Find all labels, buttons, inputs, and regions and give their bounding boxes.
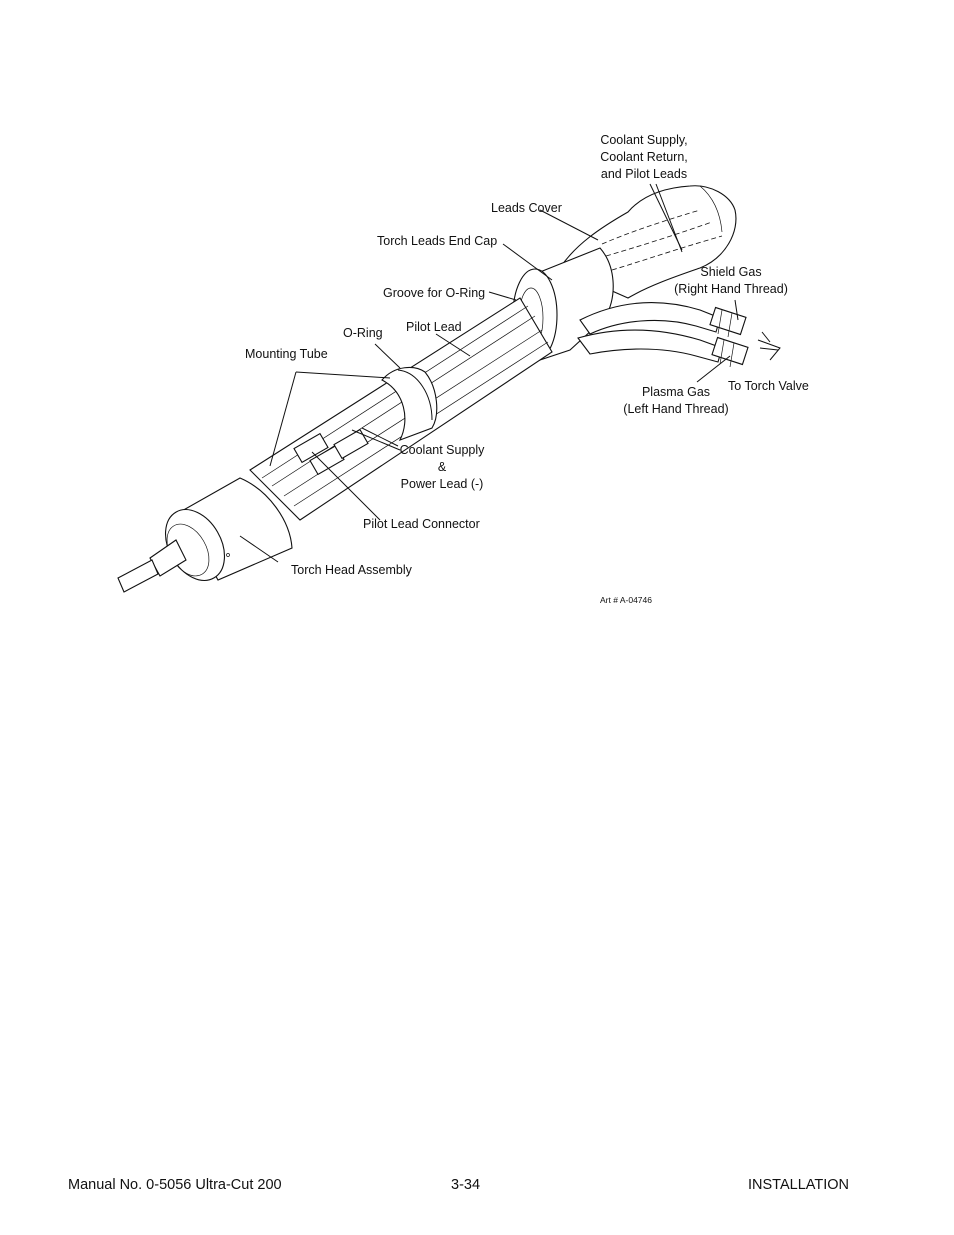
pilot-lead-connector bbox=[293, 428, 369, 476]
to-torch-valve-arrow bbox=[757, 331, 781, 361]
label-coolant-leads-2: Coolant Return, bbox=[600, 150, 688, 164]
label-end-cap: Torch Leads End Cap bbox=[377, 234, 497, 248]
label-to-torch-valve: To Torch Valve bbox=[728, 379, 809, 393]
label-leads-cover: Leads Cover bbox=[491, 201, 562, 215]
callout-labels: Coolant Supply, Coolant Return, and Pilo… bbox=[245, 133, 809, 605]
footer-manual-number: Manual No. 0-5056 Ultra-Cut 200 bbox=[68, 1177, 282, 1193]
plasma-gas-fitting bbox=[711, 336, 749, 368]
torch-installation-diagram: Coolant Supply, Coolant Return, and Pilo… bbox=[117, 133, 809, 605]
label-shield-gas-2: (Right Hand Thread) bbox=[674, 282, 788, 296]
art-number: Art # A-04746 bbox=[600, 595, 652, 605]
label-coolant-power-2: & bbox=[438, 460, 447, 474]
label-groove: Groove for O-Ring bbox=[383, 286, 485, 300]
label-coolant-leads-3: and Pilot Leads bbox=[601, 167, 687, 181]
o-ring bbox=[381, 366, 438, 442]
label-shield-gas-1: Shield Gas bbox=[700, 265, 761, 279]
label-mounting-tube: Mounting Tube bbox=[245, 347, 328, 361]
label-pilot-connector: Pilot Lead Connector bbox=[363, 517, 480, 531]
label-torch-head: Torch Head Assembly bbox=[291, 563, 413, 577]
torch-head-assembly bbox=[117, 477, 293, 593]
footer-section: INSTALLATION bbox=[748, 1177, 849, 1193]
footer-page-number: 3-34 bbox=[451, 1177, 481, 1193]
label-pilot-lead: Pilot Lead bbox=[406, 320, 462, 334]
leader-lines bbox=[239, 183, 739, 563]
label-o-ring: O-Ring bbox=[343, 326, 383, 340]
label-coolant-power-1: Coolant Supply bbox=[400, 443, 486, 457]
label-plasma-gas-2: (Left Hand Thread) bbox=[623, 402, 728, 416]
label-coolant-leads-1: Coolant Supply, bbox=[600, 133, 687, 147]
shield-gas-fitting bbox=[709, 306, 747, 338]
label-coolant-power-3: Power Lead (-) bbox=[401, 477, 484, 491]
gas-hoses bbox=[577, 302, 781, 368]
label-plasma-gas-1: Plasma Gas bbox=[642, 385, 710, 399]
